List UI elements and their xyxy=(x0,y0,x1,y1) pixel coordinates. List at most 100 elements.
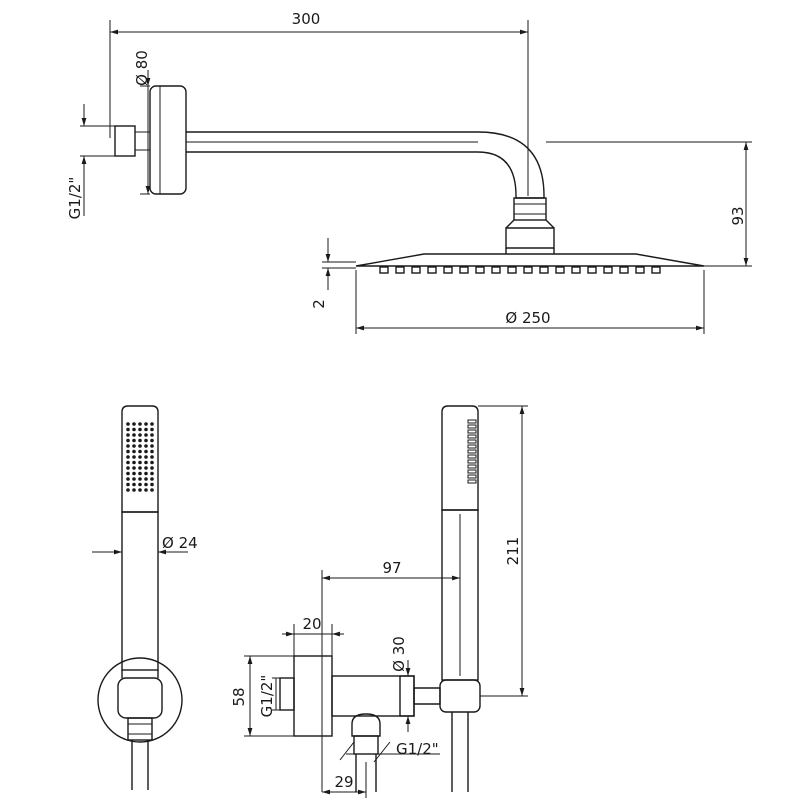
nozzle xyxy=(507,266,517,274)
handshower-nozzle xyxy=(150,482,154,487)
handshower-nozzle xyxy=(132,422,136,426)
nozzle xyxy=(555,266,565,274)
dim-label-o250: Ø 250 xyxy=(505,309,550,327)
dim-label-29: 29 xyxy=(334,773,353,791)
handshower-nozzle xyxy=(150,422,154,426)
dim-label-outlet-thread: G1/2" xyxy=(258,675,276,718)
nozzle xyxy=(443,266,453,274)
handshower-nozzle xyxy=(132,427,136,432)
dim-handshower-diameter: Ø 24 xyxy=(92,534,198,555)
outlet-connector xyxy=(413,687,441,705)
handshower-nozzle xyxy=(132,471,136,476)
nozzle xyxy=(635,266,645,274)
handshower-nozzle xyxy=(138,477,142,481)
handshower-nozzle xyxy=(138,449,142,454)
wall-flange xyxy=(149,85,187,195)
dim-label-97: 97 xyxy=(382,559,401,577)
dim-label-hose-thread: G1/2" xyxy=(396,740,439,758)
handshower-nozzle xyxy=(150,471,154,476)
handshower-nozzle xyxy=(126,460,130,465)
handshower-front-nozzle xyxy=(467,419,477,424)
handshower-nozzle xyxy=(150,460,154,465)
handshower-front-nozzle xyxy=(467,424,477,429)
outlet-hose-nut xyxy=(353,735,379,755)
handshower-nozzle xyxy=(138,460,142,465)
ball-joint xyxy=(505,227,555,249)
handshower-front-clip xyxy=(439,679,481,713)
nozzle xyxy=(427,266,437,274)
handshower-nozzle xyxy=(150,438,154,443)
handshower-nozzle xyxy=(150,455,154,459)
holder-clip xyxy=(117,677,163,719)
outlet-hose-fitting xyxy=(351,713,381,737)
wall-nipple xyxy=(114,125,136,157)
handshower-nozzle xyxy=(144,455,148,459)
handshower-nozzle xyxy=(126,422,130,426)
handshower-nozzle xyxy=(150,433,154,437)
nozzle xyxy=(603,266,613,274)
handshower-nozzle xyxy=(150,488,154,492)
dim-outlet-thread: G1/2" xyxy=(258,675,280,718)
arm-connector xyxy=(513,197,547,221)
outlet-side-view xyxy=(279,405,481,792)
handshower-nozzle xyxy=(126,438,130,443)
handshower-nozzle xyxy=(132,477,136,481)
dim-handshower-length: 211 xyxy=(478,405,528,697)
handshower-front-nozzles xyxy=(467,419,477,484)
outlet-plate xyxy=(293,655,333,737)
handshower-front-head xyxy=(441,405,479,511)
handshower-nozzle xyxy=(126,433,130,437)
handshower-nozzle xyxy=(132,444,136,448)
outlet-body xyxy=(331,675,415,717)
handshower-nozzle xyxy=(132,488,136,492)
handshower-nozzle xyxy=(132,433,136,437)
handshower-nozzle xyxy=(138,488,142,492)
handshower-nozzle xyxy=(126,427,130,432)
nozzle xyxy=(411,266,421,274)
handshower-nozzles xyxy=(126,422,154,492)
dim-label-2: 2 xyxy=(310,299,328,309)
handshower-nozzle xyxy=(126,482,130,487)
handshower-nozzle xyxy=(126,455,130,459)
handshower-nozzle xyxy=(144,471,148,476)
handshower-nozzle xyxy=(138,438,142,443)
handshower-nozzle xyxy=(150,477,154,481)
handshower-nozzle xyxy=(138,427,142,432)
handshower-front-nozzle xyxy=(467,449,477,454)
handshower-nozzle xyxy=(150,427,154,432)
head-nozzles xyxy=(379,266,661,274)
dim-label-58: 58 xyxy=(230,687,248,706)
dim-arm-length: 300 xyxy=(109,10,529,196)
handshower-nozzle xyxy=(144,460,148,465)
handshower-nozzle xyxy=(144,488,148,492)
handshower-nozzle xyxy=(144,466,148,470)
nozzle xyxy=(379,266,389,274)
nozzle xyxy=(651,266,661,274)
dim-hose-offset: 29 xyxy=(322,762,367,798)
handshower-nozzle xyxy=(150,444,154,448)
dim-label-o30: Ø 30 xyxy=(390,636,408,672)
handshower-nozzle xyxy=(126,471,130,476)
dim-outlet-height: 58 xyxy=(230,655,294,737)
handshower-nozzle xyxy=(138,433,142,437)
handshower-front-nozzle xyxy=(467,444,477,449)
handshower-head xyxy=(121,405,159,513)
dim-label-20: 20 xyxy=(302,615,321,633)
dim-holder-offset: 97 xyxy=(321,559,460,792)
dim-label-o80: Ø 80 xyxy=(133,50,151,86)
handshower-nozzle xyxy=(132,449,136,454)
dim-outlet-depth: 20 xyxy=(282,615,344,656)
nozzle xyxy=(475,266,485,274)
handshower-nozzle xyxy=(138,482,142,487)
shower-head xyxy=(355,253,705,267)
dim-hose-thread: G1/2" xyxy=(339,740,440,763)
shower-arm xyxy=(186,131,545,199)
dim-label-211: 211 xyxy=(504,537,522,566)
handshower-nozzle xyxy=(144,422,148,426)
handshower-nozzle xyxy=(126,466,130,470)
handshower-front-nozzle xyxy=(467,464,477,469)
handshower-nozzle xyxy=(138,455,142,459)
handshower-nozzle xyxy=(144,482,148,487)
